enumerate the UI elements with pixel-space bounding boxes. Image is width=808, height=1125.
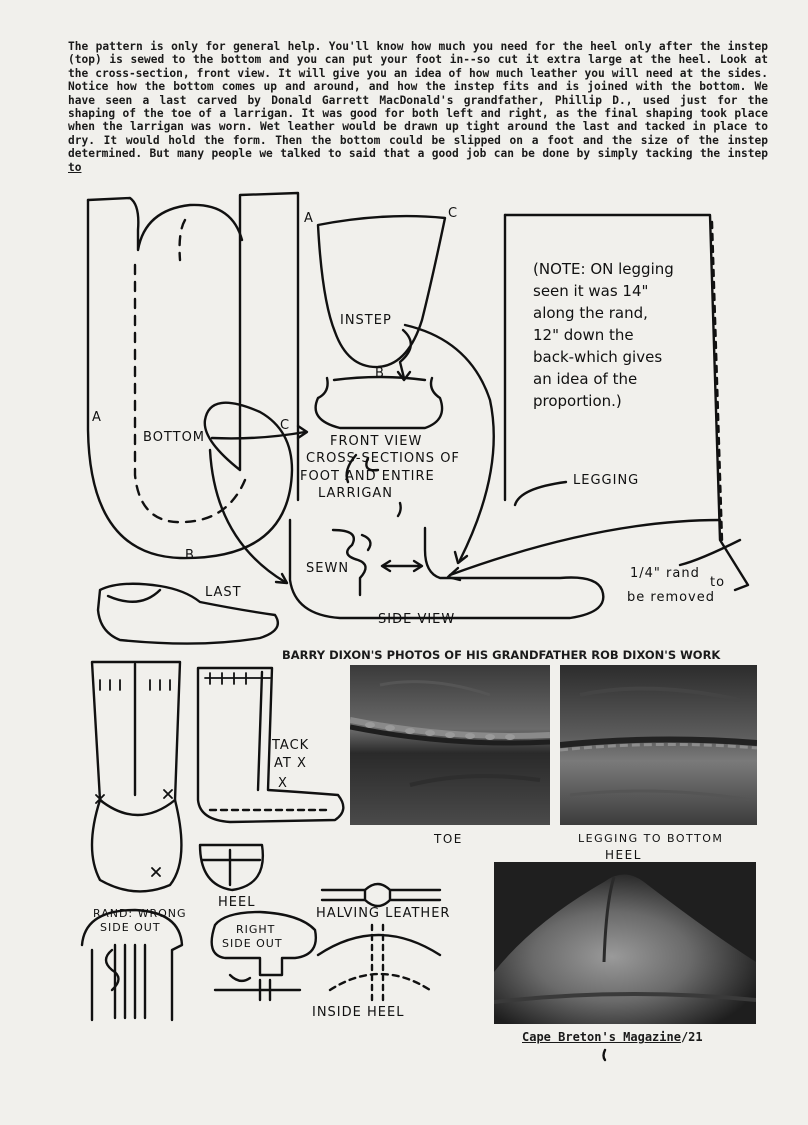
label-side-view: SIDE VIEW [378, 612, 456, 627]
caption-heel: HEEL [605, 848, 642, 862]
label-b-bottom: B [185, 548, 195, 563]
bottom-outer [86, 196, 244, 252]
arrow-legging [513, 480, 568, 507]
label-at-x: AT X [274, 756, 307, 771]
instep-pattern [316, 214, 447, 369]
label-x: X [278, 776, 288, 791]
photo-toe [350, 665, 550, 825]
label-tack: TACK [272, 738, 310, 753]
legging-dashed [710, 220, 724, 542]
heel-shape [198, 843, 265, 892]
intro-paragraph: The pattern is only for general help. Yo… [68, 40, 768, 174]
note-line: along the rand, [533, 304, 648, 322]
halving-leather [320, 882, 442, 908]
label-a-left: A [92, 410, 102, 425]
right-side-out [210, 910, 317, 977]
photo-heel [494, 862, 756, 1024]
label-rand-wrong-b: SIDE OUT [100, 921, 161, 934]
caption-legging-to-bottom: LEGGING TO BOTTOM [578, 832, 724, 845]
legging-note: (NOTE: ON legging seen it was 14" along … [533, 258, 733, 412]
label-larrigan: LARRIGAN [318, 486, 394, 501]
label-b-instep: B [375, 366, 385, 381]
note-line: an idea of the [533, 370, 638, 388]
note-line: 12" down the [533, 326, 634, 344]
label-sewn: SEWN [306, 561, 350, 576]
label-rand-b: to [710, 575, 726, 590]
label-rand-wrong-a: RAND: WRONG [93, 907, 187, 920]
label-last: LAST [205, 585, 242, 600]
front-view-section [314, 376, 444, 430]
caption-toe: TOE [434, 832, 463, 846]
label-right-b: SIDE OUT [222, 937, 283, 950]
boot-front [90, 660, 183, 893]
note-line: back-which gives [533, 348, 663, 366]
legging-pattern [503, 213, 750, 592]
page-footer: Cape Breton's Magazine/21 [522, 1030, 703, 1044]
bottom-pattern [86, 191, 300, 560]
arrow-bottom-front [210, 430, 307, 440]
label-c-instep: C [448, 206, 459, 221]
note-line: proportion.) [533, 392, 622, 410]
boot-side [196, 666, 345, 824]
side-view-larrigan [288, 518, 605, 620]
arrow-bottom-last [208, 448, 287, 584]
label-instep: INSTEP [340, 313, 392, 328]
label-inside-heel: INSIDE HEEL [312, 1005, 405, 1020]
photos-title: BARRY DIXON'S PHOTOS OF HIS GRANDFATHER … [282, 648, 721, 662]
label-front-view: FRONT VIEW [330, 434, 423, 449]
arrow-instep-side [403, 323, 495, 562]
label-a-instep: A [304, 211, 314, 226]
bottom-dashed-right [178, 218, 187, 262]
label-legging: LEGGING [573, 473, 640, 488]
label-right-a: RIGHT [236, 923, 276, 936]
inside-heel [316, 933, 442, 957]
photo-legging-to-bottom [560, 665, 757, 825]
arrow-to-side [448, 518, 722, 577]
note-line: (NOTE: ON legging [533, 260, 674, 278]
label-heel: HEEL [218, 895, 256, 910]
arrow-instep [398, 328, 412, 380]
label-foot-entire: FOOT AND ENTIRE [300, 469, 435, 484]
intro-last-word: to [68, 160, 82, 174]
arrow-larrigan [396, 501, 402, 518]
label-cross-sections: CROSS-SECTIONS OF [306, 451, 460, 466]
intro-text: The pattern is only for general help. Yo… [68, 40, 768, 161]
label-halving-leather: HALVING LEATHER [316, 906, 451, 921]
footer-page: /21 [680, 1030, 703, 1044]
label-c-bottom: C [280, 418, 291, 433]
label-rand-a: 1/4" rand [630, 566, 700, 581]
label-rand-c: be removed [627, 590, 715, 605]
rand-wrong-side [80, 908, 184, 1022]
footer-magazine: Cape Breton's Magazine [522, 1030, 681, 1044]
note-line: seen it was 14" [533, 282, 649, 300]
label-bottom: BOTTOM [143, 430, 206, 445]
bottom-dashed-line [133, 263, 247, 524]
last-shape [96, 582, 280, 645]
